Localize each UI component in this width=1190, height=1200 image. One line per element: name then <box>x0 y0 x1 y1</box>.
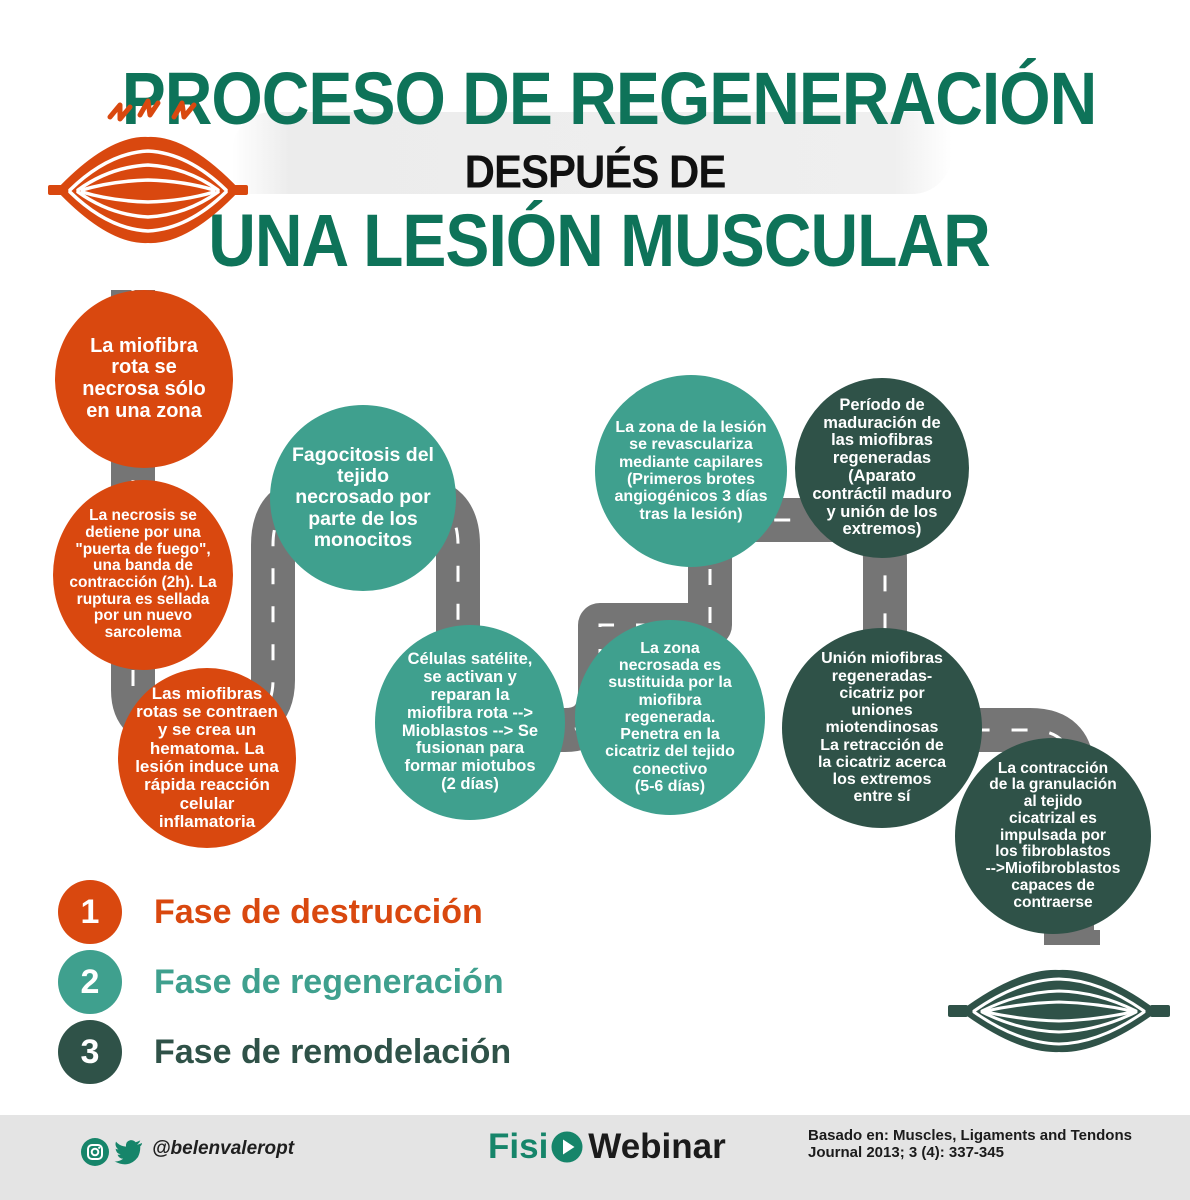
title-brush-stroke <box>232 112 952 194</box>
step-6-text: La zona necrosada es sustituida por la m… <box>605 639 735 795</box>
social-handle[interactable]: @belenvaleropt <box>152 1138 295 1159</box>
footer-bar <box>0 1115 1190 1200</box>
step-1-text: La miofibra rota se necrosa sólo en una … <box>82 334 206 422</box>
fisiowebinar-logo: Fisi Webinar <box>488 1127 726 1167</box>
legend-number-3: 3 <box>58 1020 122 1084</box>
legend-label-remodeling: Fase de remodelación <box>154 1032 512 1071</box>
step-10-text: La contracción de la granulación al teji… <box>985 759 1121 911</box>
legend-number-2: 2 <box>58 950 122 1014</box>
title-line-1: PROCESO DE REGENERACIÓN <box>121 56 1097 140</box>
step-4-text: Fagocitosis del tejido necrosado por par… <box>292 444 434 551</box>
step-10-myofibroblasts: La contracción de la granulación al teji… <box>955 738 1151 934</box>
legend-item-regeneration: 2 Fase de regeneración <box>58 950 504 1014</box>
step-2-fire-door: La necrosis se detiene por una "puerta d… <box>53 480 233 670</box>
step-7-text: La zona de la lesión se revasculariza me… <box>614 419 768 523</box>
legend-label-regeneration: Fase de regeneración <box>154 962 504 1001</box>
instagram-icon[interactable] <box>80 1137 110 1167</box>
reference-line-2: Journal 2013; 3 (4): 337-345 <box>808 1144 1004 1162</box>
step-5-satellite-cells: Células satélite, se activan y reparan l… <box>375 625 565 820</box>
step-8-text: Período de maduración de las miofibras r… <box>812 395 952 539</box>
step-9-myotendinous: Unión miofibras regeneradas- cicatriz po… <box>782 628 982 828</box>
legend-item-destruction: 1 Fase de destrucción <box>58 880 483 944</box>
twitter-icon[interactable] <box>114 1139 144 1165</box>
step-5-text: Células satélite, se activan y reparan l… <box>401 650 539 793</box>
step-6-replacement: La zona necrosada es sustituida por la m… <box>575 620 765 815</box>
injured-muscle-icon <box>48 98 248 244</box>
play-icon <box>551 1131 583 1163</box>
reference-citation: Basado en: Muscles, Ligaments and Tendon… <box>808 1127 1138 1161</box>
brand-part-1: Fisi <box>488 1127 549 1166</box>
step-7-revascularization: La zona de la lesión se revasculariza me… <box>595 375 787 567</box>
reference-line-1: Basado en: Muscles, Ligaments and Tendon… <box>808 1127 1132 1144</box>
title-block: PROCESO DE REGENERACIÓN DESPUÉS DE UNA L… <box>0 0 1190 290</box>
legend-label-destruction: Fase de destrucción <box>154 892 483 931</box>
step-2-text: La necrosis se detiene por una "puerta d… <box>69 507 217 642</box>
step-9-text: Unión miofibras regeneradas- cicatriz po… <box>817 650 947 806</box>
step-1-necrosis-zone: La miofibra rota se necrosa sólo en una … <box>55 290 233 468</box>
title-line-2: DESPUÉS DE <box>464 145 727 198</box>
step-3-hematoma: Las miofibras rotas se contraen y se cre… <box>118 668 296 848</box>
healed-muscle-icon <box>948 969 1170 1053</box>
step-3-text: Las miofibras rotas se contraen y se cre… <box>135 683 279 832</box>
title-line-3: UNA LESIÓN MUSCULAR <box>208 198 991 282</box>
step-4-phagocytosis: Fagocitosis del tejido necrosado por par… <box>270 405 456 591</box>
legend-item-remodeling: 3 Fase de remodelación <box>58 1020 511 1084</box>
legend-number-1: 1 <box>58 880 122 944</box>
brand-part-2: Webinar <box>588 1127 726 1166</box>
step-8-maturation: Período de maduración de las miofibras r… <box>795 378 969 558</box>
